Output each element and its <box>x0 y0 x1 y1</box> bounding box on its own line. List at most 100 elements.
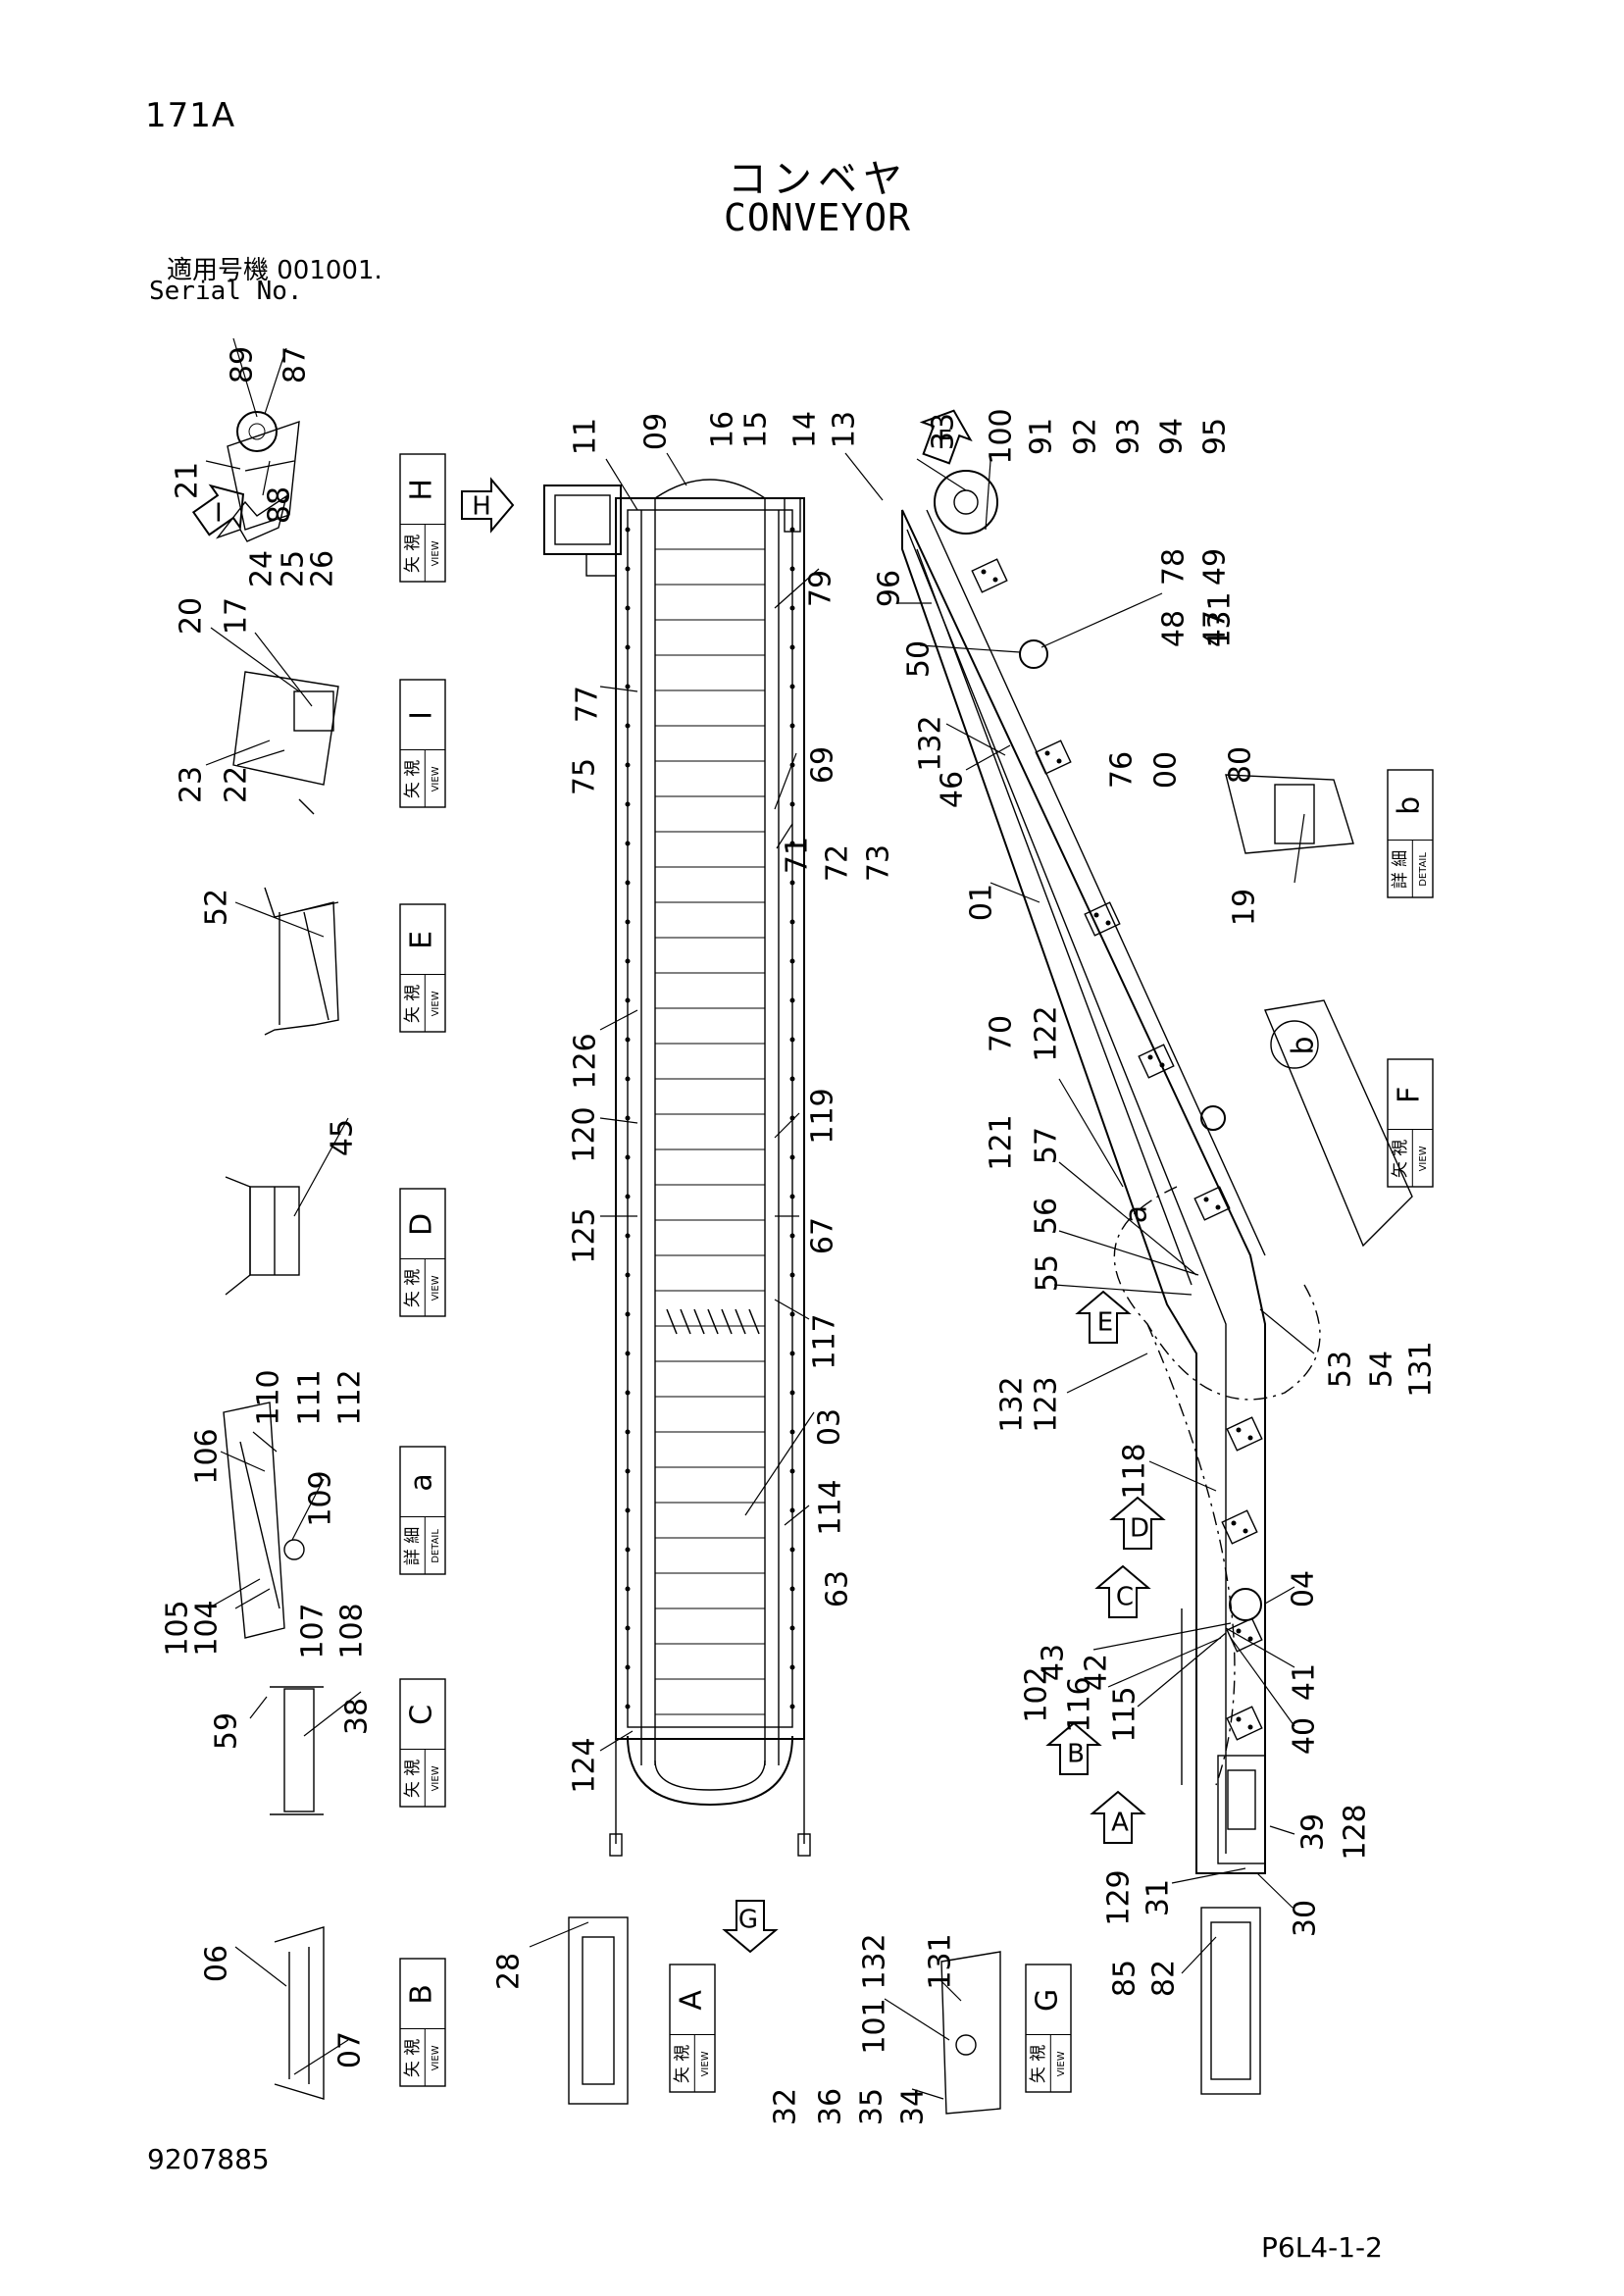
page-number: 171A <box>145 96 236 135</box>
part-number-label: 104 <box>190 1600 225 1656</box>
view-tag-letter: F <box>1393 1087 1427 1103</box>
view-arrow-C: C <box>1094 1564 1151 1618</box>
part-number-label: 23 <box>175 766 209 803</box>
part-number-label: 100 <box>985 408 1019 464</box>
part-number-label: 34 <box>896 2088 931 2125</box>
part-number-label: 92 <box>1069 418 1103 455</box>
detail-view-A <box>568 1916 629 2105</box>
part-number-label: 131 <box>1203 591 1238 647</box>
part-number-label: 11 <box>569 418 603 455</box>
title-japanese: コンベヤ <box>728 157 908 202</box>
part-number-label: 96 <box>873 570 907 607</box>
view-tag-sub: VIEW <box>431 2045 441 2070</box>
part-number-label: 21 <box>171 462 205 499</box>
view-arrow-letter: G <box>738 1906 758 1935</box>
view-tag-sub: VIEW <box>431 1765 441 1791</box>
view-tag-letter: D <box>405 1213 439 1236</box>
part-number-label: 80 <box>1224 746 1258 784</box>
part-number-label: 132 <box>995 1376 1030 1432</box>
part-number-label: 69 <box>806 746 840 784</box>
part-number-label: 57 <box>1030 1127 1064 1164</box>
view-tag-sub: VIEW <box>431 1275 441 1301</box>
part-number-label: 13 <box>828 411 862 448</box>
detail-view-E <box>264 887 339 1036</box>
part-number-label: 121 <box>985 1114 1019 1170</box>
part-number-label: 55 <box>1031 1254 1065 1292</box>
sheet-code: P6L4-1-2 <box>1261 2231 1383 2264</box>
part-number-label: 77 <box>571 686 605 723</box>
part-number-label: 109 <box>304 1470 338 1526</box>
detail-view-b <box>1225 774 1354 854</box>
view-tag-letter: a <box>405 1473 439 1491</box>
part-number-label: 35 <box>855 2088 889 2125</box>
view-tag-kanji: 矢 視 <box>673 2045 692 2083</box>
view-tag-kanji: 詳 細 <box>403 1527 423 1565</box>
part-number-label: 124 <box>568 1737 602 1793</box>
view-tag-letter: b <box>1393 796 1427 815</box>
part-number-label: 14 <box>788 411 823 448</box>
detail-view-F <box>1264 999 1413 1248</box>
view-tag-letter: B <box>405 1984 439 2005</box>
part-number-label: 120 <box>568 1106 602 1162</box>
part-number-label: 108 <box>335 1603 370 1658</box>
part-number-label: 78 <box>1157 548 1192 586</box>
part-number-label: 75 <box>568 758 602 795</box>
part-number-label: 63 <box>821 1570 855 1607</box>
view-tag-letter: G <box>1031 1989 1065 2012</box>
view-arrow-H: H <box>461 477 515 534</box>
part-number-label: 102 <box>1020 1666 1054 1722</box>
part-number-label: 16 <box>706 411 740 448</box>
serial-label-english: Serial No. <box>149 277 303 306</box>
part-number-label: 30 <box>1289 1900 1323 1937</box>
view-arrow-letter: B <box>1067 1740 1085 1769</box>
view-tag-kanji: 矢 視 <box>1029 2045 1048 2083</box>
part-number-label: 101 <box>858 1998 892 2054</box>
view-tag-sub: VIEW <box>1418 1146 1429 1171</box>
circle-label-b: b <box>1287 1036 1321 1054</box>
detail-view-B <box>274 1926 325 2100</box>
part-number-label: 112 <box>333 1369 368 1425</box>
part-number-label: 82 <box>1147 1960 1182 1997</box>
part-number-label: 03 <box>813 1408 847 1446</box>
detail-view-D <box>225 1176 300 1296</box>
part-number-label: 73 <box>862 844 896 882</box>
view-arrow-F: F <box>919 409 973 465</box>
part-number-label: 110 <box>252 1369 286 1425</box>
view-arrow-I: I <box>191 484 245 536</box>
part-number-label: 85 <box>1108 1960 1142 1997</box>
view-tag-kanji: 矢 視 <box>403 985 423 1023</box>
part-number-label: 93 <box>1112 418 1146 455</box>
view-tag-kanji: 矢 視 <box>403 2039 423 2077</box>
part-number-label: 95 <box>1198 418 1233 455</box>
view-arrow-letter: D <box>1130 1514 1149 1544</box>
part-number-label: 117 <box>808 1313 842 1369</box>
view-tag-B: B 矢 視 VIEW <box>399 1958 446 2087</box>
part-number-label: 72 <box>821 844 855 882</box>
part-number-label: 46 <box>936 771 970 808</box>
part-number-label: 19 <box>1228 889 1262 926</box>
detail-view-H <box>215 411 300 542</box>
view-tag-sub: DETAIL <box>1418 852 1429 887</box>
part-number-label: 07 <box>333 2031 368 2068</box>
detail-view-G <box>940 1951 1001 2115</box>
part-number-label: 107 <box>296 1603 330 1658</box>
view-arrow-E: E <box>1075 1290 1132 1344</box>
part-number-label: 39 <box>1296 1813 1331 1851</box>
part-number-label: 00 <box>1149 751 1184 789</box>
view-arrow-letter: I <box>215 498 223 528</box>
detail-view-C <box>270 1686 324 1815</box>
detail-view-tail <box>1200 1907 1261 2095</box>
detail-view-a <box>223 1402 305 1639</box>
view-arrow-letter: H <box>472 492 491 522</box>
part-number-label: 15 <box>739 411 774 448</box>
part-number-label: 54 <box>1365 1351 1399 1388</box>
part-number-label: 32 <box>769 2088 803 2125</box>
part-number-label: 33 <box>927 413 961 450</box>
part-number-label: 31 <box>1142 1879 1176 1916</box>
